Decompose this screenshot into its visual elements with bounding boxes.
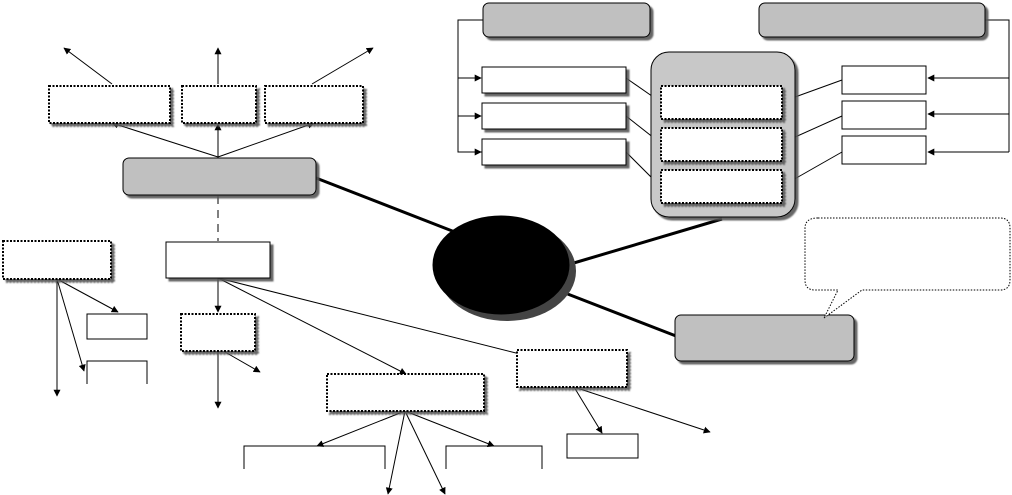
arrow-fan-down2 [404, 410, 446, 495]
link-center-to-bottom-right [546, 284, 677, 338]
arrow-fan-down1 [385, 410, 406, 495]
link-center-to-hub [315, 176, 461, 236]
bracket-left-small [86, 360, 148, 384]
arrow-mid-to-lower [217, 277, 407, 375]
arrow-rsmall-right [573, 386, 711, 434]
solid-box-right-small [566, 433, 639, 459]
bracket-right [985, 19, 1010, 152]
callout-bubble [804, 217, 1011, 319]
dotted-box-top-2 [181, 85, 257, 124]
right-box-1 [841, 65, 927, 95]
arrow-mid-to-right [217, 277, 525, 357]
grey-left-hub [122, 157, 317, 196]
arrow-fan-right [404, 410, 495, 447]
arrow-left-box [56, 278, 119, 313]
dotted-box-top-1 [48, 85, 171, 124]
center-node [432, 215, 576, 321]
solid-boxes [86, 65, 927, 459]
center-links [315, 176, 723, 338]
bracket-left [457, 19, 483, 153]
dotted-box-lower [326, 373, 485, 412]
grey-group-container [650, 51, 796, 218]
arrow-rsmall-box [573, 386, 603, 434]
link-center-to-group [566, 217, 723, 267]
group-box-3 [660, 169, 783, 204]
bracket-lower-left [243, 445, 386, 469]
dotted-box-mid [180, 313, 256, 352]
arrow-up-right [311, 47, 374, 85]
solid-row-3 [481, 138, 627, 166]
right-box-2 [841, 100, 927, 130]
arrow-fan-left [316, 410, 406, 447]
solid-box-mid [165, 241, 271, 279]
group-box-1 [660, 85, 783, 120]
dotted-box-top-3 [264, 85, 364, 124]
grey-bottom-right [674, 314, 855, 362]
right-box-3 [841, 135, 927, 165]
arrow-up-left [63, 47, 113, 85]
arrow-hub-to-box1 [111, 121, 219, 158]
connector-lines [53, 19, 1010, 495]
bracket-lower-right [445, 445, 543, 469]
open-brackets [86, 360, 543, 469]
grey-top-middle [482, 2, 651, 38]
dotted-boxes [2, 85, 628, 412]
solid-box-left-small [86, 313, 148, 340]
dotted-box-left [2, 240, 112, 280]
arrow-mid-diag [224, 351, 261, 373]
dotted-box-right [516, 349, 628, 388]
arrow-hub-to-box3 [217, 121, 315, 158]
solid-row-2 [481, 102, 627, 130]
arrow-left-bracket [56, 278, 86, 372]
solid-row-1 [481, 66, 627, 94]
grey-top-right [758, 2, 986, 38]
group-box-2 [660, 127, 783, 162]
